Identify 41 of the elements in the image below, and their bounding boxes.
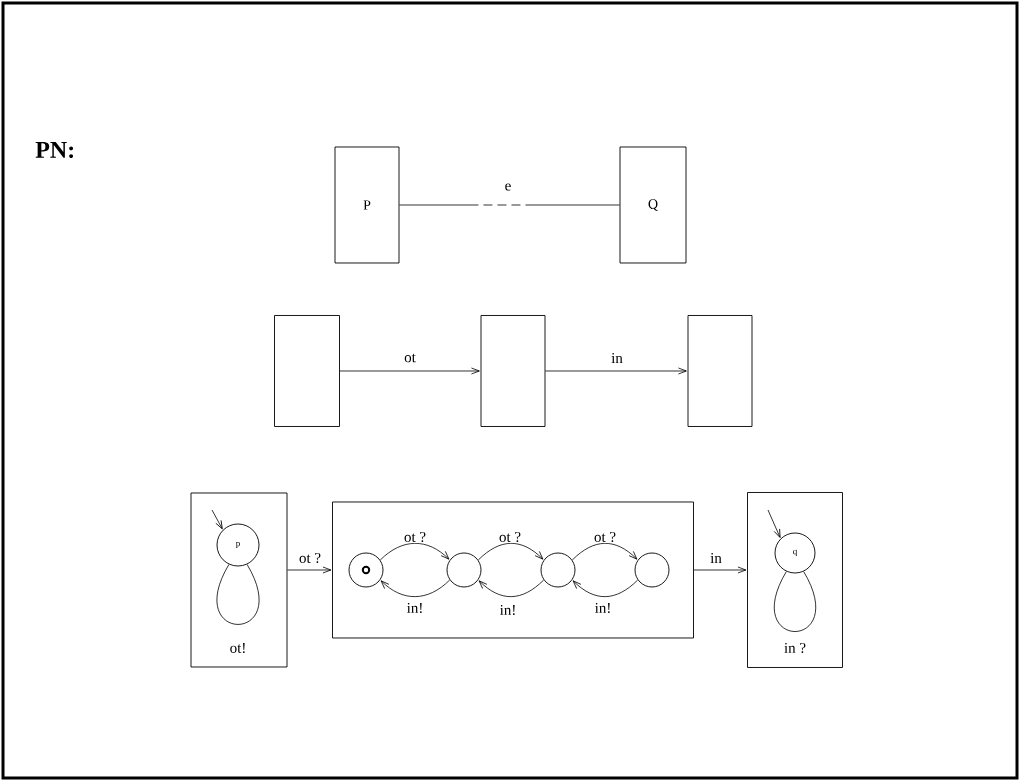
edge-label: in [709, 552, 723, 564]
loop-arc [773, 571, 817, 632]
edge-label: in! [405, 601, 425, 615]
state-circle [348, 552, 384, 588]
arrow [693, 566, 747, 574]
initial-arrow [767, 509, 781, 538]
transition-arrow [572, 579, 639, 598]
state-circle [446, 552, 482, 588]
process-box [687, 315, 753, 427]
arrow [545, 367, 687, 375]
edge-label: ot ? [402, 530, 428, 544]
edge-label: ot ? [497, 530, 523, 544]
title: PN: [35, 141, 74, 159]
edge-label: ot ? [592, 530, 618, 544]
edge-label: in! [498, 603, 518, 617]
transition-arrow [477, 542, 544, 561]
connector-line [399, 204, 620, 206]
state-circle [540, 552, 576, 588]
edge-label: e [503, 182, 513, 192]
state-circle [634, 552, 670, 588]
arrow [339, 367, 480, 375]
process-box [480, 315, 546, 427]
edge-label: in [610, 352, 624, 364]
initial-arrow [211, 509, 223, 530]
process-box: Q [619, 146, 687, 264]
automaton-box [747, 492, 843, 668]
automaton-box [190, 492, 288, 668]
edge-label: ot ? [297, 551, 323, 565]
transition-arrow [478, 579, 545, 598]
process-box: P [334, 146, 400, 264]
edge-label: ot [403, 352, 417, 364]
transition-arrow [571, 542, 638, 561]
transition-arrow [379, 542, 450, 561]
automaton-box [332, 501, 694, 639]
process-box [274, 315, 340, 427]
edge-label: in! [593, 601, 613, 615]
edge-label: ot! [228, 642, 248, 654]
loop-arc [216, 564, 260, 625]
transition-arrow [380, 579, 451, 598]
edge-label: in ? [782, 641, 808, 655]
arrow [287, 566, 332, 574]
